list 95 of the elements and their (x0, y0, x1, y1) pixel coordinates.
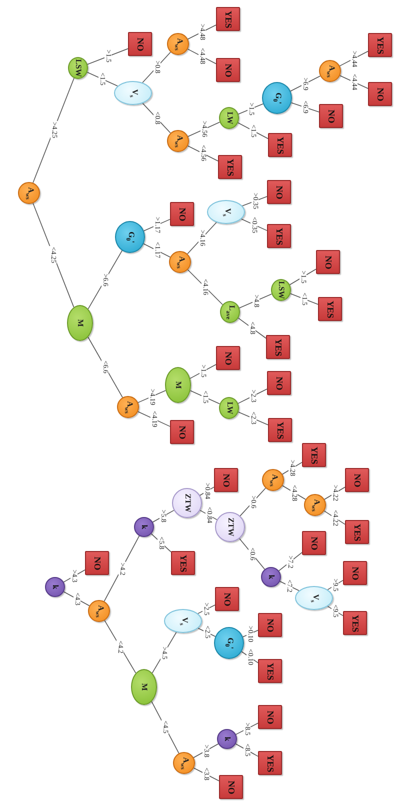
leaf-box: YES (268, 418, 292, 442)
connector-line (241, 218, 268, 231)
leaf-box: NO (316, 250, 340, 274)
connector-line (242, 196, 268, 206)
decision-circle: LSW (68, 57, 88, 79)
leaf-box: YES (267, 224, 291, 248)
connector-line (238, 388, 268, 404)
connector-line (138, 411, 170, 427)
connector-line (187, 222, 217, 254)
leaf-box: NO (170, 420, 194, 444)
leaf-box: NO (258, 613, 282, 637)
connector-line (151, 701, 180, 754)
decision-circle: LW (219, 397, 239, 419)
decision-ellipse: M (67, 305, 93, 341)
connector-line (290, 102, 320, 112)
connector-line (187, 24, 216, 40)
connector-line (142, 102, 171, 134)
connector-line (190, 390, 220, 404)
connector-line (239, 538, 266, 570)
leaf-box: NO (216, 346, 240, 370)
connector-line (200, 510, 218, 520)
connector-line (324, 510, 346, 525)
connector-line (238, 412, 268, 426)
connector-line (152, 632, 177, 674)
connector-line (86, 72, 118, 86)
connector-line (150, 533, 172, 552)
leaf-box: NO (219, 775, 243, 799)
connector-line (290, 293, 318, 305)
connector-line (104, 535, 140, 602)
leaf-box: YES (302, 443, 326, 467)
connector-line (198, 604, 216, 614)
connector-line (193, 743, 219, 758)
leaf-box: YES (368, 33, 392, 57)
decision-circle: k (217, 729, 237, 749)
leaf-box: YES (218, 155, 242, 179)
connector-line (238, 294, 272, 308)
decision-ellipse: M (165, 367, 191, 403)
connector-line (188, 122, 220, 137)
connector-line (143, 218, 170, 232)
connector-line (104, 620, 136, 674)
leaf-box: NO (214, 468, 238, 492)
connector-line (187, 269, 223, 305)
leaf-box: YES (258, 659, 282, 683)
leaf-box: NO (267, 180, 291, 204)
connector-line (143, 243, 171, 258)
connector-line (282, 485, 306, 500)
connector-line (238, 122, 268, 140)
connector-line (87, 48, 128, 65)
connector-line (138, 390, 166, 403)
leaf-box: NO (267, 371, 291, 395)
leaf-box: NO (343, 561, 367, 585)
leaf-box: YES (216, 7, 240, 31)
connector-line (187, 48, 216, 64)
connector-line (282, 462, 302, 475)
connector-line (32, 202, 74, 308)
connector-line (289, 268, 316, 286)
leaf-box: YES (268, 133, 292, 157)
connector-line (32, 78, 74, 184)
decision-circle: k (45, 577, 65, 597)
leaf-box: NO (345, 468, 369, 492)
connector-line (324, 486, 346, 500)
connector-line (238, 318, 266, 339)
leaf-box: NO (128, 32, 152, 56)
leaf-box: YES (343, 611, 367, 635)
leaf-box: NO (258, 705, 282, 729)
leaf-box: NO (215, 587, 239, 611)
connector-line (88, 250, 122, 310)
connector-line (340, 75, 368, 89)
leaf-box: YES (171, 551, 195, 575)
decision-circle: LSW (271, 279, 291, 301)
leaf-box: NO (319, 104, 343, 128)
leaf-box: YES (258, 751, 282, 775)
decision-ellipse: M (131, 669, 157, 705)
connector-line (142, 52, 171, 84)
decision-circle: k (261, 567, 281, 587)
connector-line (278, 552, 302, 572)
leaf-box: NO (368, 82, 392, 106)
connector-line (198, 628, 216, 637)
connector-line (290, 76, 321, 92)
leaf-box: NO (170, 202, 194, 226)
leaf-box: NO (302, 531, 326, 555)
leaf-box: YES (318, 297, 342, 321)
decision-circle: LW (219, 107, 239, 129)
leaf-box: NO (216, 58, 240, 82)
connector-line (241, 651, 258, 664)
decision-circle: ZTW (172, 488, 202, 518)
connector-line (187, 146, 218, 162)
connector-line (190, 364, 216, 379)
leaf-box: NO (85, 551, 109, 575)
connector-line (63, 591, 90, 606)
decision-circle: ZTW (215, 512, 245, 542)
connector-line (88, 336, 123, 398)
leaf-box: YES (266, 335, 290, 359)
decision-circle: k (134, 517, 154, 537)
leaf-box: YES (345, 520, 369, 544)
